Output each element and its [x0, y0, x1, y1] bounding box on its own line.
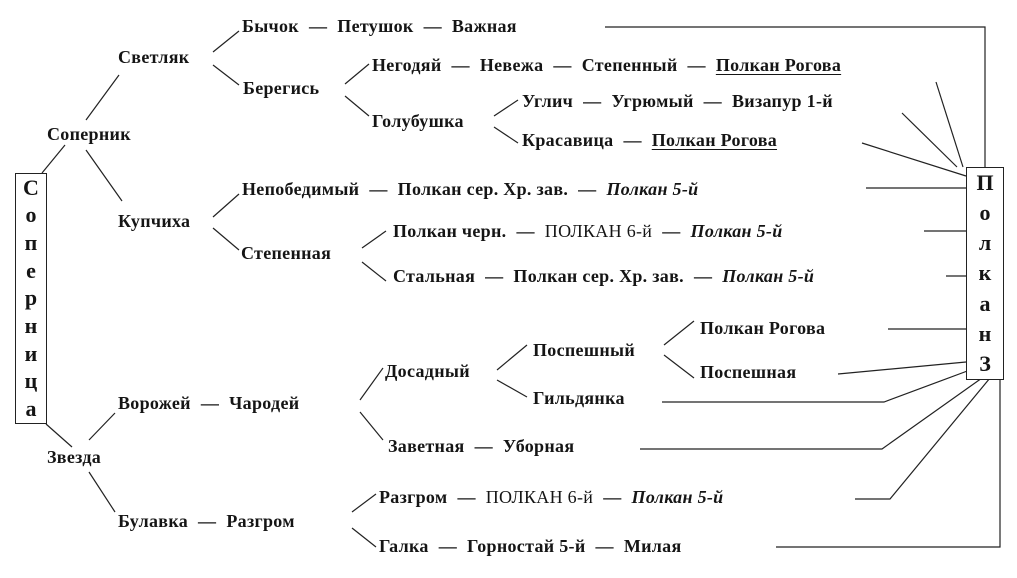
- node: Полкан сер. Хр. зав.: [397, 179, 569, 199]
- lineage-row: Бычок — Петушок — Важная: [242, 16, 517, 36]
- node-italic: Полкан 5-й: [606, 179, 699, 199]
- node: Стальная: [393, 266, 476, 286]
- node-underlined: Полкан Рогова: [651, 130, 778, 150]
- dash: —: [703, 91, 722, 111]
- letter: н: [978, 320, 992, 346]
- node-golubushka: Голубушка: [372, 111, 464, 131]
- dash: —: [369, 179, 388, 199]
- dash: —: [583, 91, 602, 111]
- node: Горностай 5-й: [467, 536, 586, 556]
- letter: п: [24, 230, 38, 256]
- node-polkan-rogova: Полкан Рогова: [700, 318, 826, 338]
- node: Степенный: [581, 55, 678, 75]
- lineage-row: Разгром — ПОЛКАН 6-й — Полкан 5-й: [379, 487, 723, 507]
- node: Полкан сер. Хр. зав.: [513, 266, 684, 286]
- node: Полкан черн.: [393, 221, 507, 241]
- lineage-row: Углич — Угрюмый — Визапур 1-й: [522, 91, 833, 111]
- node-pospeshny: Поспешный: [533, 340, 636, 360]
- node-dosadny: Досадный: [385, 361, 470, 381]
- letter: З: [979, 350, 991, 376]
- female-name-box: С о п е р н и ц а: [15, 173, 47, 424]
- dash: —: [423, 16, 442, 36]
- node-normal: ПОЛКАН 6-й: [544, 221, 653, 241]
- lineage-row: Галка — Горностай 5-й — Милая: [379, 536, 682, 556]
- node: Уборная: [502, 436, 575, 456]
- dash: —: [578, 179, 597, 199]
- lineage-row: Булавка — Разгром: [118, 511, 295, 531]
- node-svetlyak: Светляк: [118, 47, 190, 67]
- node: Петушок: [337, 16, 414, 36]
- dash: —: [662, 221, 681, 241]
- dash: —: [553, 55, 572, 75]
- letter: о: [979, 200, 991, 226]
- node: Разгром: [379, 487, 448, 507]
- node-italic: Полкан 5-й: [631, 487, 724, 507]
- dash: —: [198, 511, 217, 531]
- letter: С: [23, 174, 39, 200]
- dash: —: [603, 487, 622, 507]
- lineage-row: Заветная — Уборная: [388, 436, 574, 456]
- dash: —: [200, 393, 220, 413]
- dash: —: [693, 266, 713, 286]
- dash: —: [623, 130, 642, 150]
- node-kupchikha: Купчиха: [118, 211, 191, 231]
- letter: о: [25, 202, 37, 228]
- letter: к: [978, 260, 992, 286]
- node: Непобедимый: [242, 179, 360, 199]
- node: Милая: [623, 536, 682, 556]
- letter: ц: [24, 368, 38, 394]
- lineage-row: Негодяй — Невежа — Степенный — Полкан Рогов…: [372, 55, 841, 75]
- dash: —: [474, 436, 493, 456]
- node-gildyanka: Гильдянка: [533, 388, 625, 408]
- letter: н: [24, 313, 38, 339]
- node-sopernik: Соперник: [47, 124, 131, 144]
- letter: а: [25, 396, 37, 422]
- letter: и: [24, 340, 38, 366]
- node: Невежа: [479, 55, 544, 75]
- node: Заветная: [388, 436, 465, 456]
- letter: е: [26, 257, 36, 283]
- node-beregis: Берегись: [243, 78, 320, 98]
- node-underlined: Полкан Рогова: [715, 55, 842, 75]
- lineage-row: Стальная — Полкан сер. Хр. зав. — Полкан 5…: [393, 266, 814, 286]
- dash: —: [595, 536, 614, 556]
- node: Разгром: [226, 511, 295, 531]
- lineage-row: Полкан черн. — ПОЛКАН 6-й — Полкан 5-й: [393, 221, 783, 241]
- node-italic: Полкан 5-й: [722, 266, 815, 286]
- node: Бычок: [242, 16, 299, 36]
- letter: л: [978, 230, 992, 256]
- lineage-row: Непобедимый — Полкан сер. Хр. зав. — Полка…: [242, 179, 698, 199]
- male-name-box: П о л к а н З: [966, 167, 1004, 380]
- dash: —: [687, 55, 706, 75]
- node: Негодяй: [372, 55, 442, 75]
- node-normal: ПОЛКАН 6-й: [485, 487, 594, 507]
- letter: р: [24, 285, 38, 311]
- dash: —: [457, 487, 476, 507]
- dash: —: [308, 16, 328, 36]
- node: Чародей: [229, 393, 300, 413]
- node-italic: Полкан 5-й: [690, 221, 783, 241]
- node: Галка: [379, 536, 429, 556]
- node: Угрюмый: [611, 91, 694, 111]
- dash: —: [485, 266, 504, 286]
- dash: —: [438, 536, 458, 556]
- dash: —: [516, 221, 535, 241]
- dash: —: [451, 55, 470, 75]
- node-pospeshnaya: Поспешная: [700, 362, 797, 382]
- node: Красавица: [522, 130, 614, 150]
- letter: П: [976, 170, 994, 196]
- lineage-row: Ворожей — Чародей: [118, 393, 299, 413]
- node: Важная: [451, 16, 517, 36]
- node-zvezda: Звезда: [47, 447, 102, 467]
- node: Булавка: [118, 511, 189, 531]
- node: Визапур 1-й: [731, 91, 833, 111]
- lineage-row: Красавица — Полкан Рогова: [522, 130, 777, 150]
- node: Углич: [522, 91, 574, 111]
- letter: а: [979, 290, 991, 316]
- node: Ворожей: [118, 393, 191, 413]
- node-stepennaya: Степенная: [241, 243, 332, 263]
